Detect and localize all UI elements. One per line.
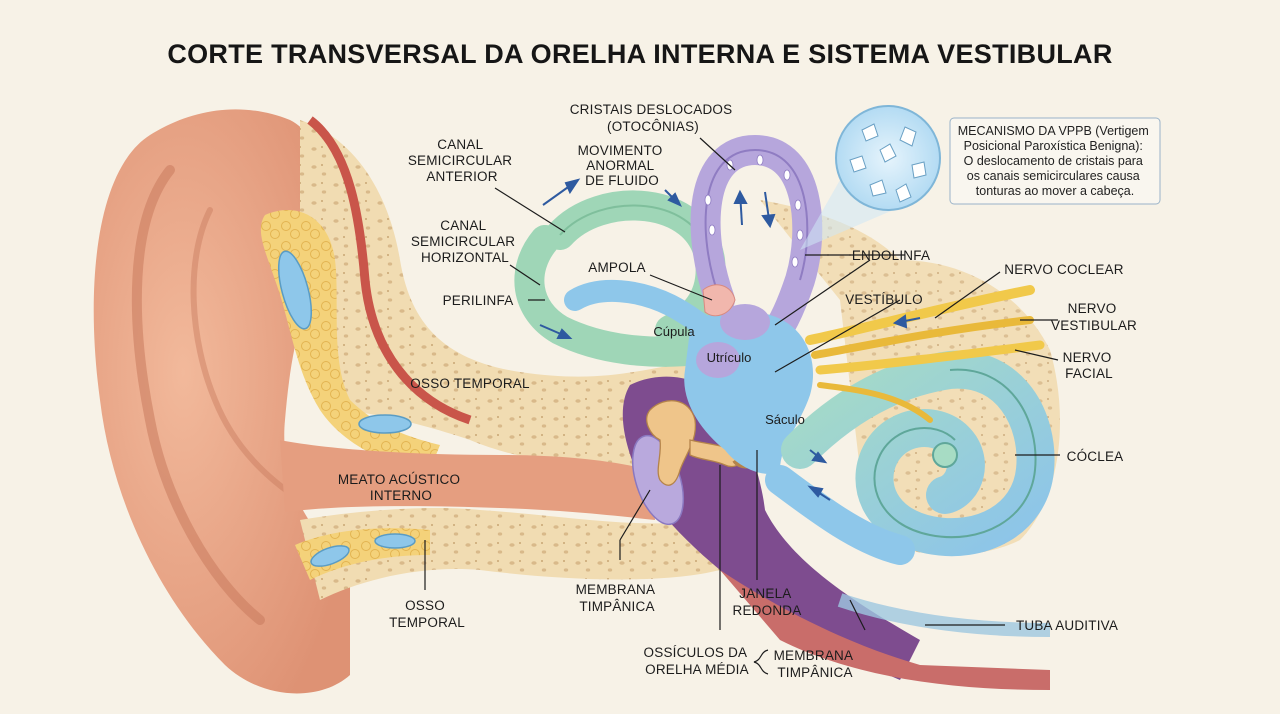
vestibular-system bbox=[514, 134, 823, 474]
label-osso-temporal-top: OSSO TEMPORAL bbox=[410, 376, 530, 391]
label-vestibulo: VESTÍBULO bbox=[845, 292, 923, 307]
labels: CRISTAIS DESLOCADOS (OTOCÔNIAS) CANAL SE… bbox=[338, 102, 1137, 680]
label-nervo-coclear: NERVO COCLEAR bbox=[1004, 262, 1123, 277]
label-ampola: AMPOLA bbox=[588, 260, 645, 275]
otoconia-zoom bbox=[800, 105, 941, 250]
nerves bbox=[805, 285, 1045, 423]
label-nervo-facial: NERVO FACIAL bbox=[1063, 350, 1116, 381]
label-coclea: CÓCLEA bbox=[1067, 449, 1124, 464]
flow-arrows bbox=[539, 178, 921, 501]
cochlea bbox=[765, 350, 1055, 565]
info-box: MECANISMO DA VPPB (Vertigem Posicional P… bbox=[949, 117, 1161, 205]
label-cupula: Cúpula bbox=[653, 324, 695, 339]
label-utriculo: Utrículo bbox=[707, 350, 752, 365]
tissue-band bbox=[307, 116, 472, 425]
label-movimento: MOVIMENTO ANORMAL DE FLUIDO bbox=[578, 143, 667, 188]
info-line-2: Posicional Paroxística Benigna): bbox=[964, 139, 1143, 153]
page-title: CORTE TRANSVERSAL DA ORELHA INTERNA E SI… bbox=[167, 39, 1112, 69]
info-line-1: MECANISMO DA VPPB (Vertigem bbox=[958, 124, 1149, 138]
label-osso-temporal-bottom: OSSO TEMPORAL bbox=[389, 598, 465, 630]
label-cristais: CRISTAIS DESLOCADOS (OTOCÔNIAS) bbox=[570, 102, 737, 134]
svg-text:MECANISMO DA VPPB (Vertigem: MECANISMO DA VPPB (Vertigem Posicional P… bbox=[958, 124, 1153, 198]
label-membrana-timpanica: MEMBRANA TIMPÂNICA bbox=[576, 582, 659, 614]
info-line-5: tonturas ao mover a cabeça. bbox=[976, 184, 1134, 198]
label-ossiculos: OSSÍCULOS DA ORELHA MÉDIA bbox=[644, 645, 751, 677]
info-line-4: os canais semicirculares causa bbox=[967, 169, 1140, 183]
leader-lines bbox=[424, 137, 1060, 675]
info-line-3: O deslocamento de cristais para bbox=[964, 154, 1143, 168]
label-endolinfa: ENDOLINFA bbox=[852, 248, 930, 263]
label-saculo: Sáculo bbox=[765, 412, 805, 427]
label-meato: MEATO ACÚSTICO INTERNO bbox=[338, 472, 464, 503]
ear-canal bbox=[280, 440, 655, 520]
cartilage-layer bbox=[260, 210, 440, 580]
label-canal-horizontal: CANAL SEMICIRCULAR HORIZONTAL bbox=[411, 218, 519, 265]
label-membrana-timpanica-2: MEMBRANA TIMPÂNICA bbox=[774, 648, 857, 680]
label-nervo-vestibular: NERVO VESTIBULAR bbox=[1051, 301, 1137, 333]
label-janela-redonda: JANELA REDONDA bbox=[733, 586, 802, 618]
label-perilinfa: PERILINFA bbox=[443, 293, 514, 308]
label-tuba-auditiva: TUBA AUDITIVA bbox=[1016, 618, 1118, 633]
label-canal-anterior: CANAL SEMICIRCULAR ANTERIOR bbox=[408, 137, 516, 184]
